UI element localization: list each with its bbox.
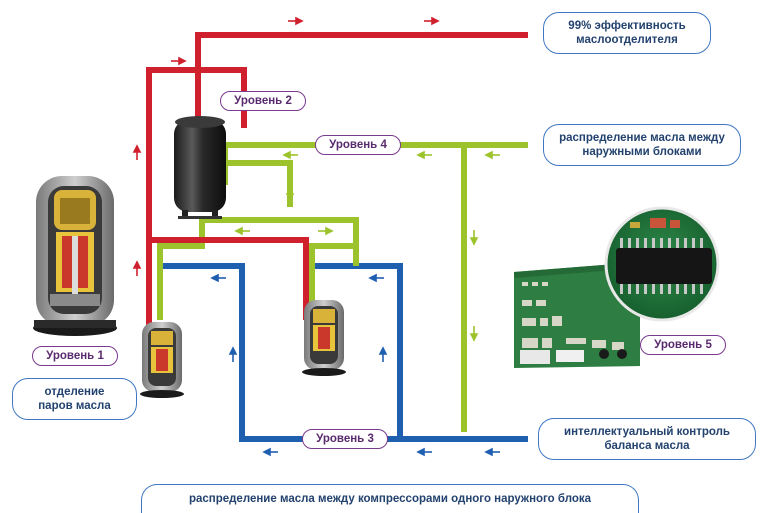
level-3-badge: Уровень 3 [302,429,388,449]
note-outdoor-distribution: распределение масла между наружными блок… [543,124,741,166]
level-2-badge: Уровень 2 [220,91,306,111]
oil-separator-tank-icon [174,116,226,219]
compressor-icon-2 [302,300,346,376]
note-compressor-distribution: распределение масла между компрессорами … [141,484,639,513]
level-5-badge: Уровень 5 [640,335,726,355]
green-flow-arrows [236,152,500,340]
note-smart-control: интеллектуальный контроль баланса масла [538,418,756,460]
level-4-badge: Уровень 4 [315,135,401,155]
compressor-icon-1 [140,322,184,398]
compressor-cutaway-icon [33,176,117,336]
note-separator-efficiency: 99% эффективность маслоотделителя [543,12,711,54]
note-vapor-separation: отделение паров масла [12,378,137,420]
blue-flow-arrows [212,275,500,455]
level-1-badge: Уровень 1 [32,346,118,366]
